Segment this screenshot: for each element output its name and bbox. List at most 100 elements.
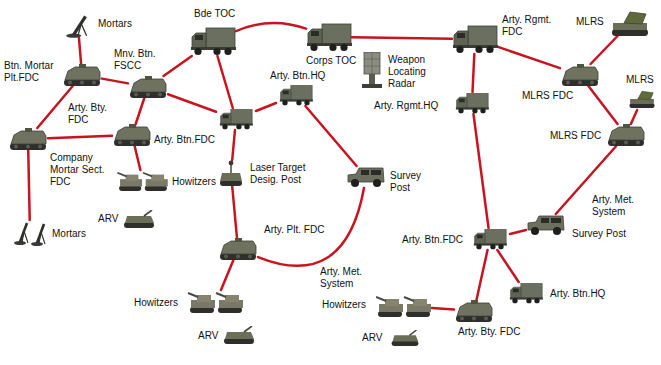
system-label: Arty. Met. System <box>592 194 644 218</box>
node-label: Arty. Btn.HQ <box>550 288 605 300</box>
vehicle-node: Survey Post <box>526 214 566 236</box>
comms-link <box>432 308 454 310</box>
node-label: Survey Post <box>390 170 428 194</box>
comms-link <box>135 146 141 170</box>
comms-link <box>258 188 364 266</box>
truck-icon <box>220 109 253 129</box>
comms-link <box>591 36 618 64</box>
jeep-icon <box>528 216 564 235</box>
vehicle-node: Laser Target Desig. Post <box>218 160 244 186</box>
comms-link <box>232 130 235 160</box>
truck-icon <box>474 229 507 249</box>
vehicle-icon <box>608 124 644 146</box>
comms-link <box>48 136 112 138</box>
node-label: Mortars <box>52 228 86 240</box>
truck-icon <box>510 283 543 303</box>
node-label: Arty. Btn.FDC <box>154 134 215 146</box>
vehicle-node: Arty. Bty. FDC <box>112 124 152 146</box>
howitzer-icon <box>188 293 243 313</box>
mortar-icon <box>66 16 86 38</box>
comms-link <box>498 47 560 68</box>
comms-link <box>256 103 276 111</box>
comms-link <box>588 86 617 124</box>
vehicle-icon <box>220 238 256 260</box>
arv-icon <box>392 330 419 346</box>
vehicle-node: MLRS FDC <box>560 64 600 86</box>
howitzer-icon <box>376 297 431 317</box>
vehicle-node: Corps TOC <box>306 22 352 52</box>
vehicle-icon <box>114 124 150 146</box>
truck-icon <box>307 24 352 51</box>
howitzer-icon <box>117 173 167 191</box>
node-label: Howitzers <box>134 297 178 309</box>
vehicle-icon <box>64 64 100 86</box>
vehicle-node: Howitzers <box>186 290 246 314</box>
node-label: Company Mortar Sect. FDC <box>50 152 112 188</box>
comms-link <box>497 250 518 282</box>
vehicle-node: MLRS <box>610 10 650 36</box>
truck-icon <box>453 26 498 53</box>
comms-link <box>631 110 637 124</box>
node-label: Howitzers <box>172 176 216 188</box>
vehicle-node: ARV <box>222 326 256 344</box>
comms-link <box>305 106 356 166</box>
vehicle-node: MLRS <box>628 88 656 110</box>
truck-icon <box>191 28 236 55</box>
arv-icon <box>124 210 154 228</box>
vehicle-node: Howitzers <box>116 170 170 192</box>
comms-link <box>164 56 192 76</box>
node-label: Bde TOC <box>194 8 235 20</box>
node-label: Arty. Rgmt.HQ <box>374 100 438 112</box>
vehicle-node: Weapon Locating Radar <box>360 52 384 88</box>
node-label: Corps TOC <box>306 55 356 67</box>
vehicle-node: Arty. Plt. FDC <box>218 238 258 260</box>
truck-icon <box>280 85 313 105</box>
node-label: Mortars <box>98 18 132 30</box>
node-label: Laser Target Desig. Post <box>250 162 322 186</box>
node-label: MLRS FDC <box>550 130 601 142</box>
vehicle-icon <box>130 76 166 98</box>
node-label: Arty. Btn.FDC <box>402 234 463 246</box>
vehicle-node: Arty. Rgmt.HQ <box>452 92 492 114</box>
node-label: ARV <box>98 213 118 225</box>
launcher-icon <box>612 12 648 36</box>
node-label: Arty. Plt. FDC <box>264 224 324 236</box>
vehicle-node: Arty. Bty. FDC <box>454 300 494 322</box>
node-label: MLRS FDC <box>522 90 573 102</box>
comms-link <box>217 56 232 108</box>
comms-link <box>102 79 128 84</box>
radar-icon <box>362 52 382 88</box>
launcher-icon <box>629 91 654 108</box>
node-label: Howitzers <box>322 299 366 311</box>
vehicle-node: Arty. Btn.FDC <box>216 108 256 130</box>
laser-post-icon <box>220 161 242 186</box>
comms-link <box>28 150 29 220</box>
vehicle-node: Bde TOC <box>190 26 236 56</box>
mortar-icon <box>14 223 45 246</box>
node-label: Survey Post <box>572 228 626 240</box>
node-label: ARV <box>362 332 382 344</box>
truck-icon <box>456 93 489 113</box>
comms-link <box>79 38 81 64</box>
node-label: Weapon Locating Radar <box>388 54 438 90</box>
vehicle-node: Mnv. Btn. FSCC <box>128 76 168 98</box>
comms-link <box>168 94 216 111</box>
node-label: ARV <box>198 330 218 342</box>
node-label: MLRS <box>576 16 604 28</box>
arv-icon <box>224 326 254 344</box>
node-label: Mnv. Btn. FSCC <box>114 48 164 72</box>
vehicle-icon <box>456 300 492 322</box>
vehicle-node: Arty. Btn.FDC <box>470 228 510 250</box>
comms-link <box>232 186 237 238</box>
node-label: Arty. Btn.HQ <box>270 70 325 82</box>
vehicle-node: Howitzers <box>376 294 432 318</box>
node-label: Btn. Mortar Plt.FDC <box>4 60 60 84</box>
vehicle-node: Arty. Btn.HQ <box>506 282 546 304</box>
node-label: Arty. Bty. FDC <box>68 102 112 126</box>
comms-link <box>473 54 475 92</box>
comms-link <box>136 98 145 124</box>
comms-link <box>473 114 488 228</box>
